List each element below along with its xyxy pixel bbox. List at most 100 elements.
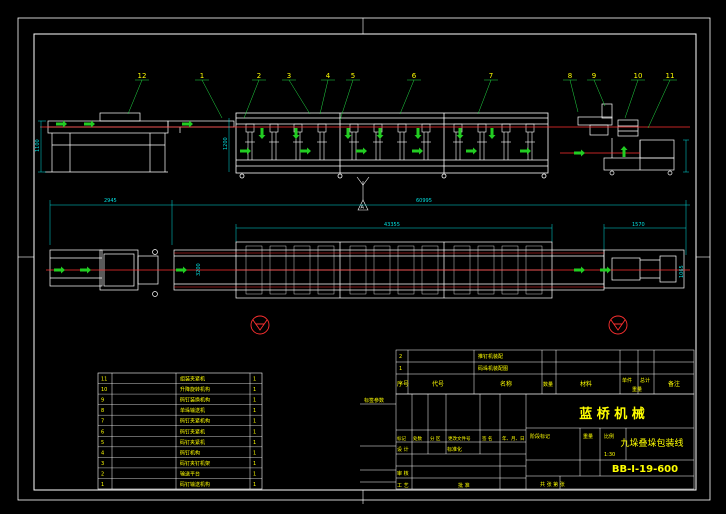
balloon-label: 8 — [568, 72, 572, 80]
parts-row-no: 1 — [101, 482, 104, 488]
header-code: 代号 — [432, 380, 444, 388]
title-designer: 设 计 — [397, 446, 409, 453]
flow-arrow — [176, 266, 187, 274]
parts-row-qty: 1 — [253, 450, 256, 456]
top-row-2-no: 2 — [399, 354, 402, 360]
parts-row-name: 升降旋转机构 — [180, 386, 210, 393]
title-approve: 批 准 — [458, 482, 470, 489]
header-qty: 数量 — [543, 381, 553, 388]
parts-row-no: 4 — [101, 450, 104, 456]
header-material: 材料 — [580, 380, 592, 388]
leader-line — [647, 79, 671, 129]
parts-row-no: 10 — [101, 387, 107, 393]
section-mark-label: A — [361, 205, 365, 211]
red-mark-left — [250, 315, 270, 335]
title-drawing-no: BB-I-19-600 — [612, 464, 678, 475]
title-sheet: 共 张 第 张 — [540, 481, 565, 488]
balloon-label: 5 — [351, 72, 355, 80]
balloon-label: 10 — [634, 72, 643, 80]
stacking-head — [317, 123, 327, 160]
revision-col-label: 更改文件号 — [448, 435, 471, 442]
title-process: 工 艺 — [397, 483, 409, 489]
inner-border — [33, 33, 697, 491]
plan-left-dim: 2945 — [104, 198, 117, 204]
parts-row-qty: 1 — [253, 387, 256, 393]
plan-right-dim: 1570 — [632, 222, 645, 228]
leader-line — [399, 79, 415, 115]
parts-row-name: 码钉机构 — [180, 449, 200, 456]
header-name: 名称 — [500, 380, 512, 388]
parts-row-no: 5 — [101, 440, 104, 446]
parts-row-name: 码钉夹紧机 — [180, 428, 205, 435]
parts-row-no: 7 — [101, 419, 104, 425]
flow-arrow — [414, 128, 422, 139]
title-std: 标准化 — [447, 446, 462, 453]
flow-arrow — [300, 147, 311, 155]
leader-line — [201, 79, 223, 119]
flow-arrow — [240, 147, 251, 155]
title-scale-label: 比例 — [604, 433, 614, 440]
parts-row-qty: 1 — [253, 408, 256, 414]
plan-infeed — [49, 249, 159, 297]
leader-line — [339, 79, 354, 121]
header-unit-weight: 单件 — [622, 377, 632, 384]
flow-arrow — [466, 147, 477, 155]
plan-view: 2945 60995 43355 1570 — [46, 198, 690, 335]
parts-row-name: 组装夹紧机 — [180, 376, 205, 383]
outer-border — [17, 17, 711, 501]
flow-arrow — [456, 128, 464, 139]
flow-arrow — [80, 266, 91, 274]
stacking-head — [269, 123, 279, 160]
front-view: 1100 1200 — [35, 103, 690, 179]
parts-row-qty: 1 — [253, 440, 256, 446]
header-remark: 备注 — [668, 380, 680, 388]
red-mark-right — [608, 315, 628, 335]
parts-row-qty: 1 — [253, 419, 256, 425]
stacking-head — [349, 123, 359, 160]
parts-row-qty: 1 — [253, 471, 256, 477]
revision-columns: 标记处数分 区更改文件号签 名年、月、日 — [397, 435, 525, 442]
flow-arrow — [292, 128, 300, 139]
leader-line — [569, 79, 579, 113]
balloon-label: 12 — [138, 72, 147, 80]
stacking-head — [525, 123, 535, 160]
balloon-label: 1 — [200, 72, 204, 80]
parts-list-top — [395, 349, 695, 395]
leader-line — [288, 79, 311, 115]
parts-row-no: 3 — [101, 461, 104, 467]
parts-row-no: 8 — [101, 408, 104, 414]
flow-arrow — [182, 120, 193, 128]
plan-height-left-dim: 3200 — [196, 263, 202, 276]
leader-line — [243, 79, 260, 119]
parts-row-no: 6 — [101, 429, 104, 435]
leader-line — [624, 79, 639, 119]
leader-line — [319, 79, 329, 115]
header-weight-label: 重量 — [632, 386, 642, 393]
balloon-label: 4 — [326, 72, 331, 80]
section-mark: A — [356, 176, 370, 211]
flow-arrows — [54, 120, 628, 274]
parts-row-qty: 1 — [253, 482, 256, 488]
plan-dim-chain — [49, 200, 690, 255]
stacking-heads — [245, 123, 535, 160]
flow-arrow — [258, 128, 266, 139]
flow-arrow — [488, 128, 496, 139]
plan-total-dim: 60995 — [416, 198, 432, 204]
parts-row-qty: 1 — [253, 461, 256, 467]
title-weight-label: 重量 — [583, 433, 593, 440]
title-handwritten: 标签参数 — [364, 397, 384, 404]
parts-row-no: 2 — [101, 471, 104, 477]
balloon-label: 7 — [489, 72, 493, 80]
title-block — [395, 393, 695, 490]
flow-arrow — [84, 120, 95, 128]
flow-arrow — [54, 266, 65, 274]
parts-row-qty: 1 — [253, 429, 256, 435]
top-row-1-no: 1 — [399, 366, 402, 372]
balloon-label: 3 — [287, 72, 291, 80]
title-stage-label: 阶段标记 — [530, 433, 550, 440]
title-scale: 1:30 — [604, 452, 615, 458]
balloon-label: 6 — [412, 72, 417, 80]
